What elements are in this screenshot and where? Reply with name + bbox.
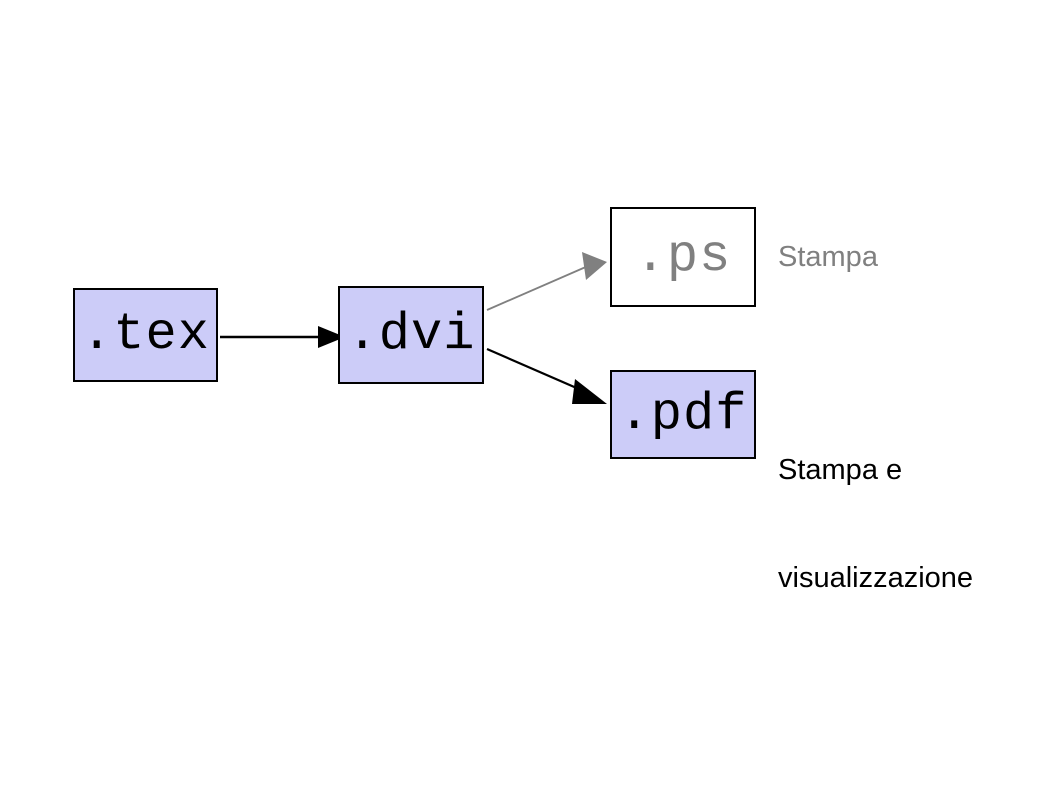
annotation-pdf-note: Stampa e visualizzazione bbox=[778, 379, 973, 669]
annotation-pdf-note-line1: Stampa e bbox=[778, 453, 903, 486]
edge-dvi-to-pdf bbox=[486, 347, 607, 404]
edge-dvi-to-ps bbox=[486, 252, 607, 311]
node-tex[interactable]: .tex bbox=[73, 288, 218, 382]
node-ps-label: .ps bbox=[634, 227, 732, 286]
node-ps[interactable]: .ps bbox=[610, 207, 756, 307]
node-pdf-label: .pdf bbox=[618, 384, 748, 444]
arrowhead-icon bbox=[572, 379, 607, 404]
node-dvi[interactable]: .dvi bbox=[338, 286, 484, 384]
annotation-ps-note: Stampa bbox=[778, 241, 878, 273]
annotation-pdf-note-line2: visualizzazione bbox=[778, 562, 974, 595]
node-tex-label: .tex bbox=[81, 305, 210, 364]
arrowhead-icon bbox=[582, 252, 607, 280]
node-pdf[interactable]: .pdf bbox=[610, 370, 756, 459]
node-dvi-label: .dvi bbox=[346, 305, 476, 364]
edge-tex-to-dvi bbox=[220, 326, 345, 348]
